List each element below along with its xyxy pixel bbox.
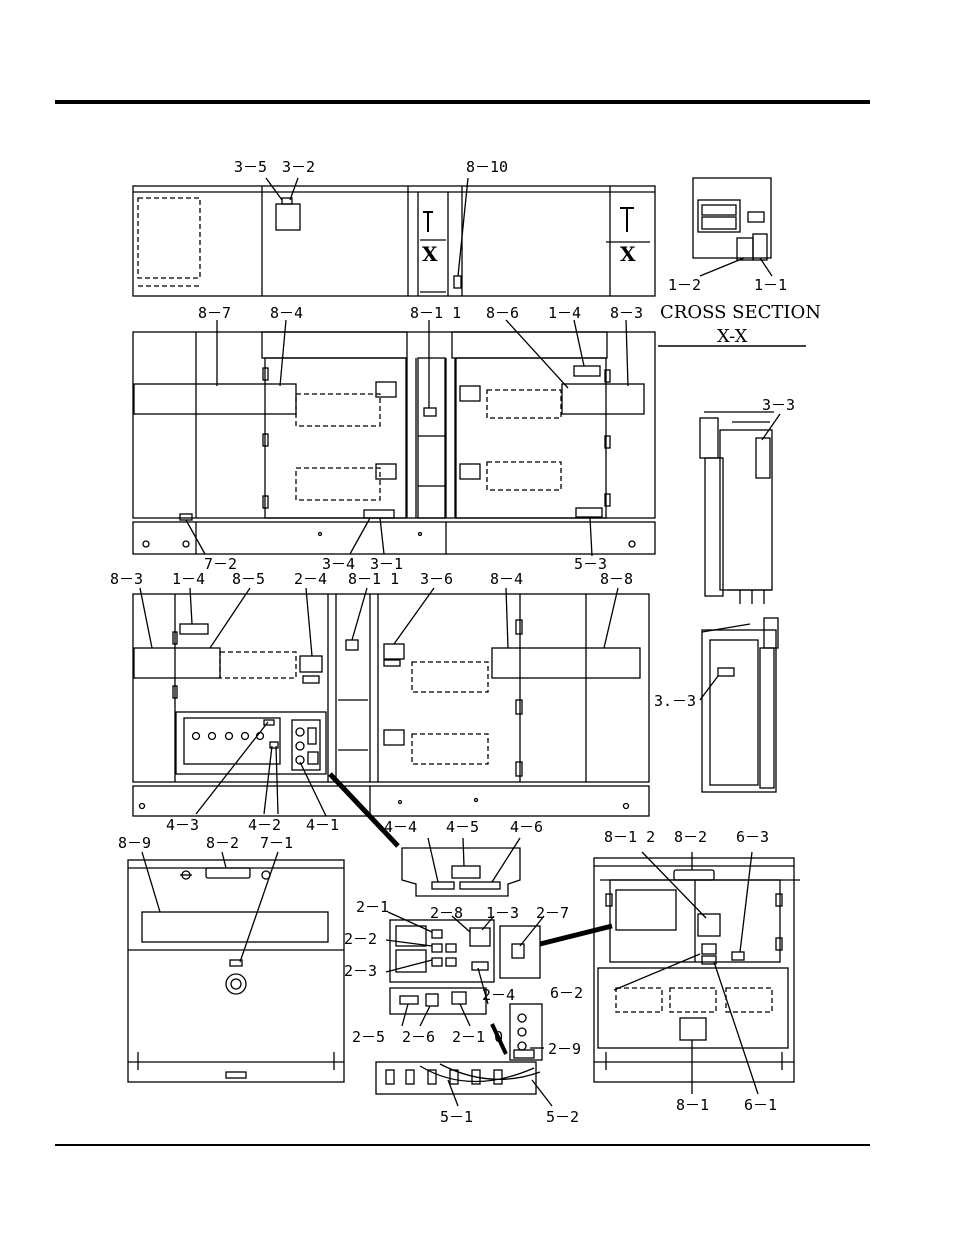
top-view: [133, 178, 655, 296]
callout-1-4: 1－4: [548, 304, 581, 322]
cross-section-title: CROSS SECTION: [660, 302, 821, 323]
callout-4-1: 4－1: [306, 816, 339, 834]
callout-8-2-left: 8－2: [206, 834, 239, 852]
detail-panel-decals: [402, 838, 520, 896]
callout-8-6: 8－6: [486, 304, 519, 322]
callout-2-2: 2－2: [344, 930, 377, 948]
callout-2-4-b: 2－4: [294, 570, 327, 588]
callout-2-10: 2－1 0: [452, 1028, 503, 1046]
callout-8-11: 8－1 1: [410, 304, 461, 322]
callout-3-3-upper: 3－3: [762, 396, 795, 414]
callout-8-3: 8－3: [610, 304, 643, 322]
callout-8-9: 8－9: [118, 834, 151, 852]
callout-6-3: 6－3: [736, 828, 769, 846]
callout-8-1: 8－1: [676, 1096, 709, 1114]
end-view-right: [594, 852, 800, 1094]
callout-4-5: 4－5: [446, 818, 479, 836]
side-view-a: [133, 320, 655, 556]
callout-8-4-b: 8－4: [490, 570, 523, 588]
callout-5-2: 5－2: [546, 1108, 579, 1126]
callout-8-5: 8－5: [232, 570, 265, 588]
view-marker-x-left: X: [422, 242, 438, 266]
callout-7-1: 7－1: [260, 834, 293, 852]
end-view-left: [128, 852, 344, 1082]
callout-1-4-b: 1－4: [172, 570, 205, 588]
callout-2-8: 2－8: [430, 904, 463, 922]
callout-8-11-b: 8－1 1: [348, 570, 399, 588]
cross-section-subtitle: X-X: [717, 326, 748, 347]
callout-8-7: 8－7: [198, 304, 231, 322]
callout-8-10: 8－10: [466, 158, 508, 176]
callout-2-7: 2－7: [536, 904, 569, 922]
callout-2-5: 2－5: [352, 1028, 385, 1046]
callout-1-1: 1－1: [754, 276, 787, 294]
callout-6-2: 6－2: [550, 984, 583, 1002]
end-view-upper: [700, 412, 780, 604]
callout-3-3-lower: 3.－3: [654, 692, 696, 710]
callout-1-3: 1－3: [486, 904, 519, 922]
callout-4-3: 4－3: [166, 816, 199, 834]
callout-2-3: 2－3: [344, 962, 377, 980]
callout-labels: 3－5 3－2 8－10 X X 1－2 1－1 CROSS SECTION X…: [110, 158, 821, 1126]
callout-3-5: 3－5: [234, 158, 267, 176]
callout-3-6: 3－6: [420, 570, 453, 588]
callout-5-1: 5－1: [440, 1108, 473, 1126]
callout-8-2-right: 8－2: [674, 828, 707, 846]
callout-8-3-b: 8－3: [110, 570, 143, 588]
callout-2-4-panel: 2－4: [482, 986, 515, 1004]
callout-4-6: 4－6: [510, 818, 543, 836]
end-view-lower: [700, 618, 778, 792]
callout-1-2: 1－2: [668, 276, 701, 294]
control-panel-detail: [376, 912, 612, 1106]
callout-6-1: 6－1: [744, 1096, 777, 1114]
callout-2-6: 2－6: [402, 1028, 435, 1046]
callout-8-8: 8－8: [600, 570, 633, 588]
callout-8-4: 8－4: [270, 304, 303, 322]
view-marker-x-right: X: [620, 242, 636, 266]
callout-2-9: 2－9: [548, 1040, 581, 1058]
callout-4-2: 4－2: [248, 816, 281, 834]
callout-2-1: 2－1: [356, 898, 389, 916]
callout-4-4: 4－4: [384, 818, 417, 836]
callout-8-12: 8－1 2: [604, 828, 655, 846]
side-view-b: [133, 588, 649, 846]
callout-3-2: 3－2: [282, 158, 315, 176]
